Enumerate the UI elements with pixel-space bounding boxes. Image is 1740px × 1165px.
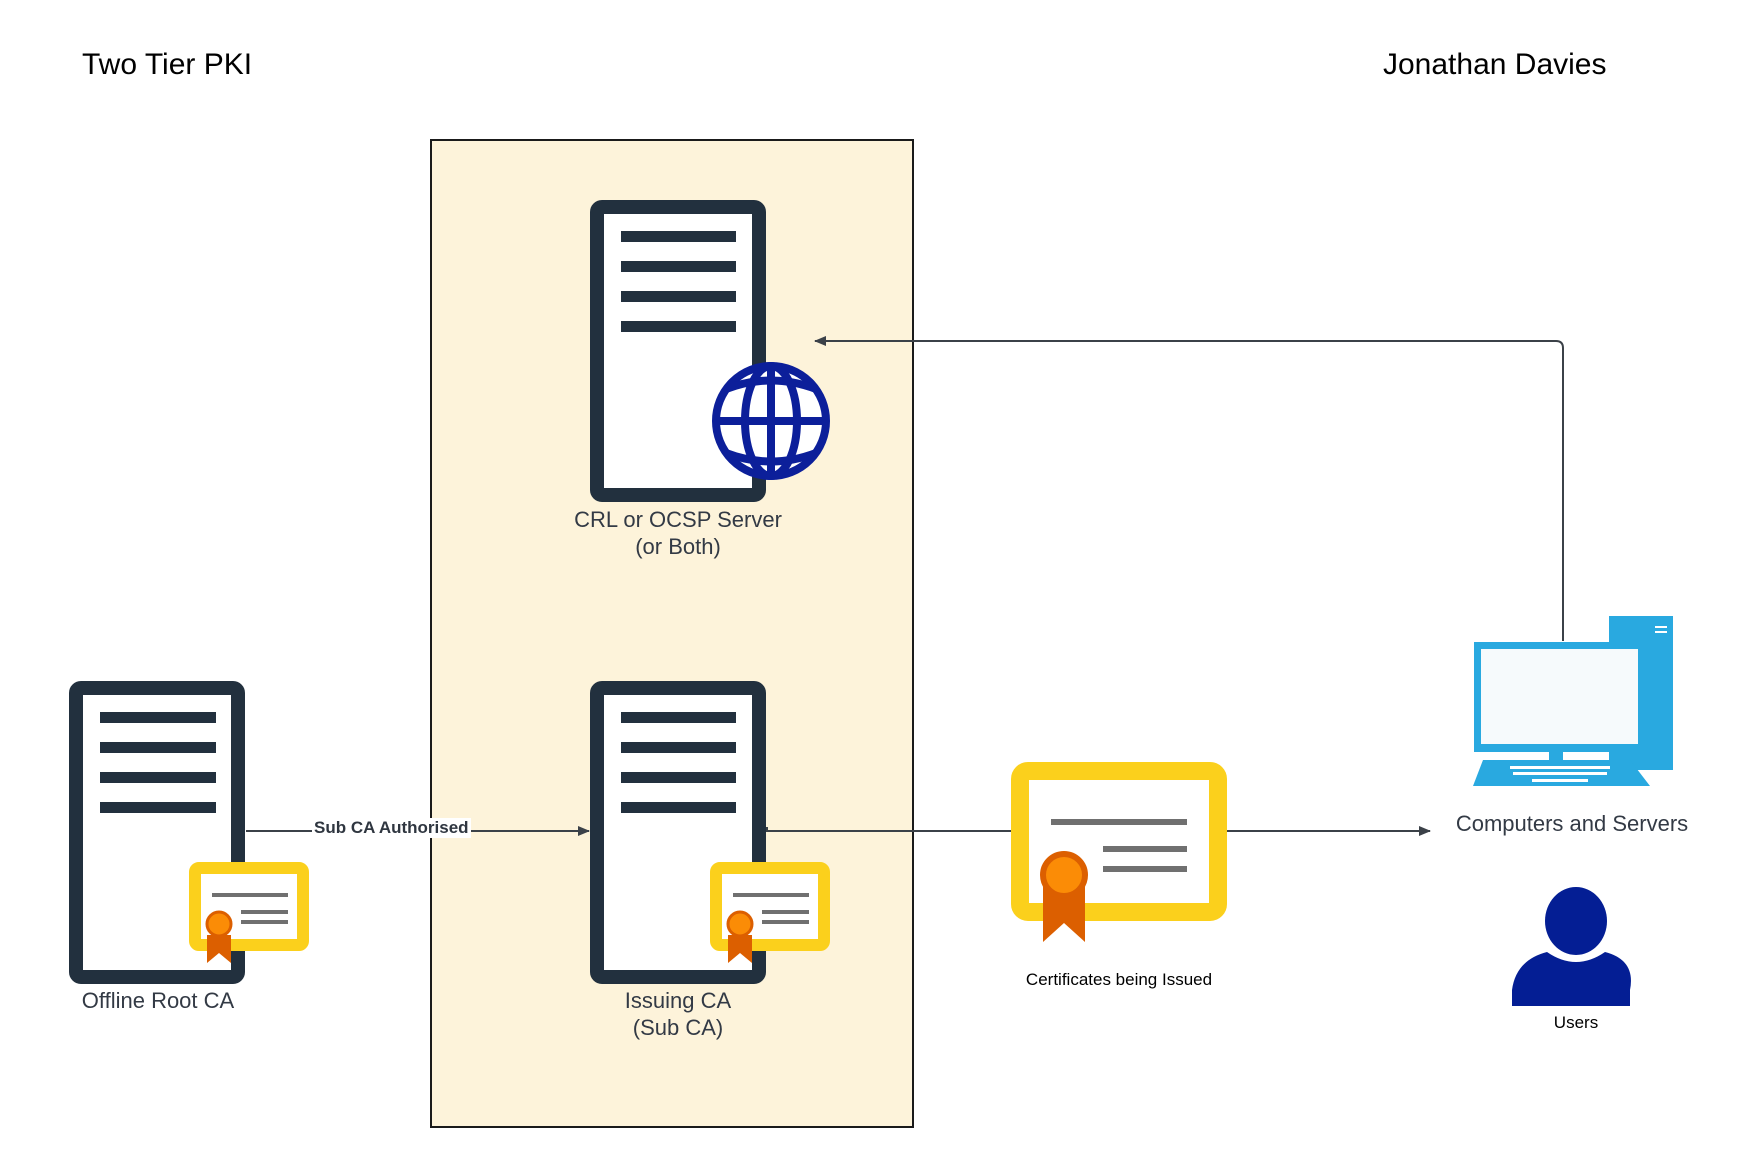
root-certificate-icon (189, 862, 309, 963)
issuing-certificate-icon (710, 862, 830, 963)
users-label: Users (1553, 1013, 1599, 1032)
crl-server-label-line1: CRL or OCSP Server (574, 507, 782, 532)
issued-certificate-icon (1011, 762, 1227, 942)
issuing-ca-label-line2: (Sub CA) (632, 1014, 724, 1040)
desktop-computer-icon (1473, 616, 1673, 786)
offline-root-label: Offline Root CA (81, 988, 235, 1013)
crl-server-label: CRL or OCSP Server (or Both) (548, 507, 808, 561)
globe-icon (712, 362, 830, 480)
author-name: Jonathan Davies (1383, 48, 1607, 81)
user-icon (1512, 887, 1631, 1006)
issuing-ca-label-line1: Issuing CA (624, 988, 732, 1013)
edge-computers-to-crl (814, 336, 1564, 641)
page-title: Two Tier PKI (82, 48, 253, 81)
certificates-label: Certificates being Issued (1025, 970, 1213, 989)
edge-label-sub-ca-authorised: Sub CA Authorised (312, 818, 471, 838)
crl-server-label-line2: (or Both) (635, 533, 721, 559)
computers-label: Computers and Servers (1455, 811, 1689, 836)
issuing-ca-label: Issuing CA (Sub CA) (548, 988, 808, 1042)
